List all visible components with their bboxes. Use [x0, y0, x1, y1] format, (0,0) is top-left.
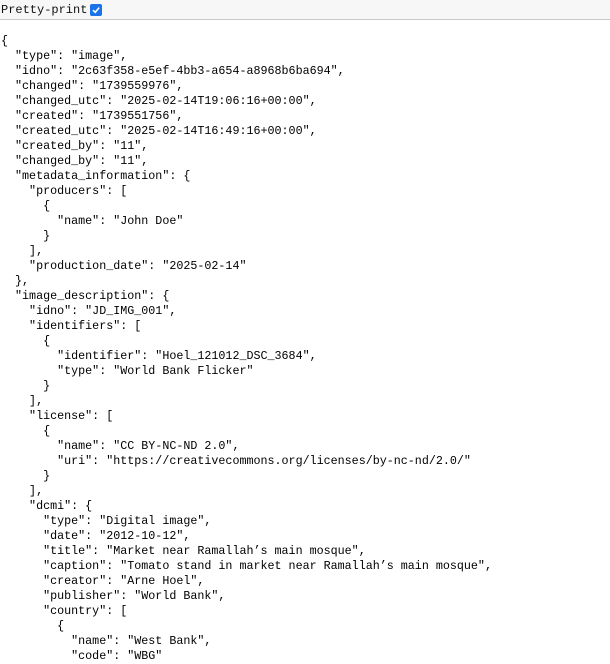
json-line: "type": "Digital image", — [1, 514, 212, 528]
json-line: "license": [ — [1, 409, 114, 423]
json-line: "name": "CC BY-NC-ND 2.0", — [1, 439, 240, 453]
json-line: } — [1, 469, 51, 483]
json-line: "caption": "Tomato stand in market near … — [1, 559, 492, 573]
json-line: "idno": "2c63f358-e5ef-4bb3-a654-a8968b6… — [1, 64, 345, 78]
json-line: "creator": "Arne Hoel", — [1, 574, 205, 588]
json-line: "created": "1739551756", — [1, 109, 184, 123]
json-line: "publisher": "World Bank", — [1, 589, 226, 603]
json-line: "created_by": "11", — [1, 139, 149, 153]
json-line: "created_utc": "2025-02-14T16:49:16+00:0… — [1, 124, 317, 138]
json-line: "identifier": "Hoel_121012_DSC_3684", — [1, 349, 317, 363]
json-line: "title": "Market near Ramallah’s main mo… — [1, 544, 366, 558]
pretty-print-checkbox[interactable] — [90, 3, 103, 16]
json-line: "changed_utc": "2025-02-14T19:06:16+00:0… — [1, 94, 317, 108]
json-line: { — [1, 619, 65, 633]
pretty-print-toggle[interactable]: Pretty-print — [1, 2, 103, 17]
json-line: "image_description": { — [1, 289, 170, 303]
json-line: "uri": "https://creativecommons.org/lice… — [1, 454, 471, 468]
json-line: "changed_by": "11", — [1, 154, 149, 168]
json-line: "changed": "1739559976", — [1, 79, 184, 93]
json-line: "name": "West Bank", — [1, 634, 212, 648]
json-line: { — [1, 34, 9, 48]
json-line: }, — [1, 274, 30, 288]
json-line: } — [1, 229, 51, 243]
json-content: { "type": "image", "idno": "2c63f358-e5e… — [0, 20, 610, 664]
json-line: "producers": [ — [1, 184, 128, 198]
json-line: "idno": "JD_IMG_001", — [1, 304, 177, 318]
checkmark-icon — [92, 6, 101, 13]
json-line: ], — [1, 484, 44, 498]
json-line: "country": [ — [1, 604, 128, 618]
json-line: "type": "image", — [1, 49, 128, 63]
json-line: "type": "World Bank Flicker" — [1, 364, 254, 378]
json-line: ], — [1, 394, 44, 408]
json-line: "name": "John Doe" — [1, 214, 184, 228]
json-line: { — [1, 199, 51, 213]
json-line: "dcmi": { — [1, 499, 93, 513]
json-viewer-toolbar: Pretty-print — [0, 0, 610, 20]
pretty-print-label: Pretty-print — [1, 2, 88, 17]
json-line: "identifiers": [ — [1, 319, 142, 333]
json-line: { — [1, 334, 51, 348]
json-line: } — [1, 379, 51, 393]
json-line: "production_date": "2025-02-14" — [1, 259, 247, 273]
json-line: "code": "WBG" — [1, 649, 163, 663]
json-line: ], — [1, 244, 44, 258]
json-line: "date": "2012-10-12", — [1, 529, 191, 543]
json-line: { — [1, 424, 51, 438]
json-line: "metadata_information": { — [1, 169, 191, 183]
